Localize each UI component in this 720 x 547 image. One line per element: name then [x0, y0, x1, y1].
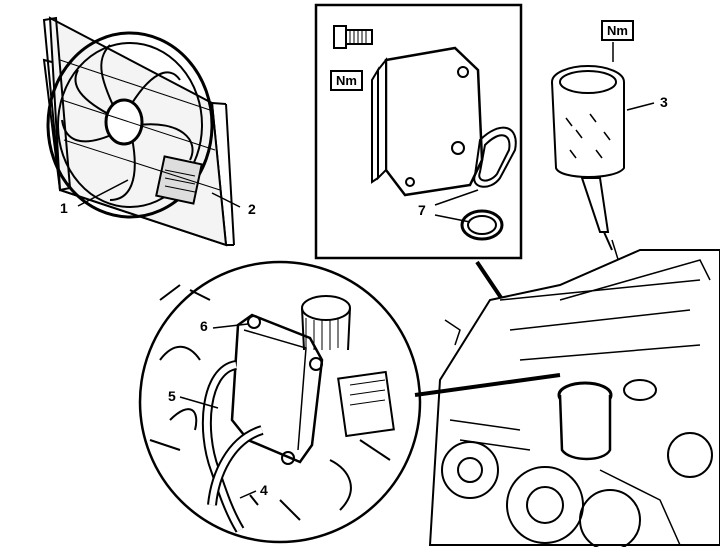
oil-filter — [551, 42, 655, 331]
cooling-fan-assembly — [42, 16, 241, 247]
detail-magnifier — [138, 260, 561, 544]
torque-badge-inset: Nm — [330, 70, 363, 91]
callout-3: 3 — [660, 94, 668, 110]
callout-2: 2 — [248, 201, 256, 217]
callout-4: 4 — [260, 482, 268, 498]
inset-oil-cooler — [314, 3, 555, 377]
engine-block — [428, 249, 720, 547]
bolt-icon — [333, 25, 373, 49]
callout-5: 5 — [168, 388, 176, 404]
callout-1: 1 — [60, 200, 68, 216]
callout-6: 6 — [200, 318, 208, 334]
callout-7: 7 — [418, 202, 426, 218]
torque-badge-filter: Nm — [601, 20, 634, 41]
